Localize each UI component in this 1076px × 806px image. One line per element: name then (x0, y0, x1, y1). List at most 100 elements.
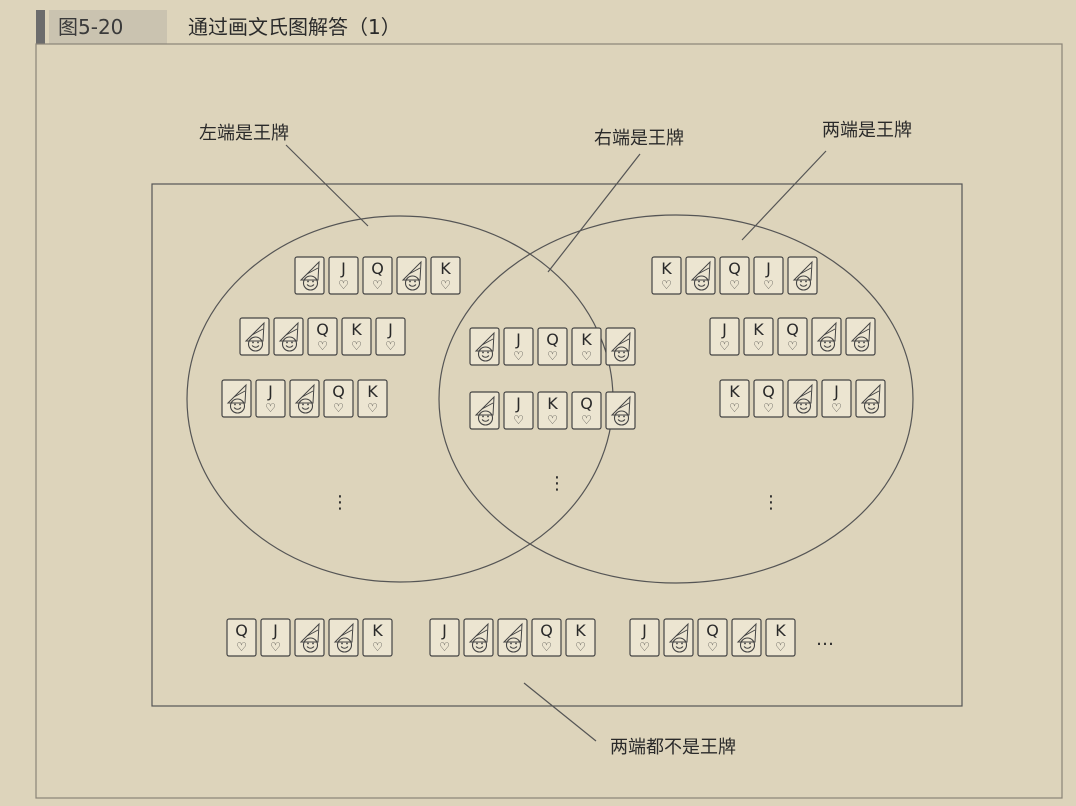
card-q: Q♡ (323, 379, 354, 418)
card-rank: K (575, 621, 586, 640)
card-j: J♡ (375, 317, 406, 356)
heart-icon: ♡ (775, 640, 786, 654)
card-rank: J (833, 382, 839, 401)
card-frame (787, 256, 818, 295)
joker-face-icon (736, 622, 757, 653)
joker-face-icon (333, 622, 354, 653)
card-frame (396, 256, 427, 295)
universal-set-box (151, 183, 963, 707)
card-rank: K (775, 621, 786, 640)
card-frame (375, 317, 406, 356)
card-rank: K (351, 320, 362, 339)
card-frame (362, 618, 393, 657)
joker-face-icon (792, 260, 813, 291)
heart-icon: ♡ (753, 339, 764, 353)
joker-card (787, 379, 818, 418)
heart-icon: ♡ (547, 349, 558, 363)
card-rank: Q (332, 382, 345, 401)
card-frame (273, 317, 304, 356)
joker-card (497, 618, 528, 657)
card-frame (605, 327, 636, 366)
card-rank: K (661, 259, 672, 278)
heart-icon: ♡ (513, 349, 524, 363)
card-frame (221, 379, 252, 418)
leader-right (547, 153, 641, 273)
card-rank: Q (540, 621, 553, 640)
card-frame (663, 618, 694, 657)
card-frame (226, 618, 257, 657)
heart-icon: ♡ (831, 401, 842, 415)
heart-icon: ♡ (385, 339, 396, 353)
card-rank: J (721, 320, 727, 339)
card-frame (719, 379, 750, 418)
card-frame (362, 256, 393, 295)
heart-icon: ♡ (236, 640, 247, 654)
card-frame (777, 317, 808, 356)
card-rank: K (367, 382, 378, 401)
heart-icon: ♡ (440, 278, 451, 292)
card-k: K♡ (565, 618, 596, 657)
card-frame (289, 379, 320, 418)
card-frame (537, 391, 568, 430)
joker-face-icon (668, 622, 689, 653)
right-more-ellipsis: ⋮ (762, 492, 780, 513)
card-frame (845, 317, 876, 356)
card-rank: J (515, 394, 521, 413)
joker-card (663, 618, 694, 657)
card-frame (469, 391, 500, 430)
heart-icon: ♡ (763, 401, 774, 415)
card-frame (260, 618, 291, 657)
card-k: K♡ (571, 327, 602, 366)
card-frame (651, 256, 682, 295)
card-frame (821, 379, 852, 418)
heart-icon: ♡ (575, 640, 586, 654)
card-frame (430, 256, 461, 295)
card-k: K♡ (362, 618, 393, 657)
joker-face-icon (294, 383, 315, 414)
card-q: Q♡ (719, 256, 750, 295)
card-frame (307, 317, 338, 356)
heart-icon: ♡ (338, 278, 349, 292)
card-frame (787, 379, 818, 418)
card-rank: J (387, 320, 393, 339)
card-frame (629, 618, 660, 657)
heart-icon: ♡ (439, 640, 450, 654)
joker-face-icon (610, 331, 631, 362)
joker-face-icon (401, 260, 422, 291)
joker-card (685, 256, 716, 295)
card-k: K♡ (719, 379, 750, 418)
joker-card (273, 317, 304, 356)
joker-face-icon (244, 321, 265, 352)
joker-card (294, 256, 325, 295)
card-rank: J (267, 382, 273, 401)
card-frame (531, 618, 562, 657)
card-k: K♡ (743, 317, 774, 356)
joker-face-icon (299, 622, 320, 653)
card-frame (571, 327, 602, 366)
card-frame (328, 618, 359, 657)
label-left-joker: 左端是王牌 (199, 123, 289, 144)
card-rank: J (515, 330, 521, 349)
card-j: J♡ (260, 618, 291, 657)
card-q: Q♡ (753, 379, 784, 418)
joker-card (605, 391, 636, 430)
middle-more-ellipsis: ⋮ (548, 473, 566, 494)
card-frame (503, 327, 534, 366)
leader-both (741, 150, 827, 241)
card-rank: K (440, 259, 451, 278)
card-rank: Q (235, 621, 248, 640)
label-right-joker: 右端是王牌 (594, 128, 684, 149)
heart-icon: ♡ (787, 339, 798, 353)
joker-face-icon (860, 383, 881, 414)
card-frame (503, 391, 534, 430)
card-k: K♡ (357, 379, 388, 418)
card-rows: J♡Q♡K♡Q♡K♡J♡J♡Q♡K♡J♡Q♡K♡J♡K♡Q♡K♡Q♡J♡J♡K♡… (221, 256, 886, 657)
card-q: Q♡ (531, 618, 562, 657)
joker-face-icon (299, 260, 320, 291)
card-frame (605, 391, 636, 430)
figure-number-tab (49, 10, 167, 44)
card-q: Q♡ (307, 317, 338, 356)
heart-icon: ♡ (719, 339, 730, 353)
joker-card (294, 618, 325, 657)
joker-card (289, 379, 320, 418)
